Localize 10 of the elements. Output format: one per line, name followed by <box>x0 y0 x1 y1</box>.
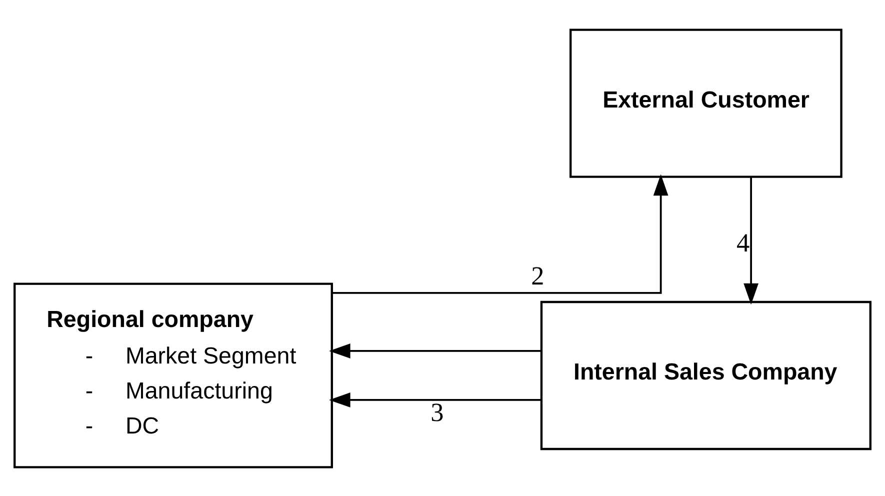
edge-label: 2 <box>531 261 544 290</box>
node-box: External Customer <box>569 28 842 178</box>
arrow <box>744 176 758 304</box>
edge-label: 4 <box>736 228 750 258</box>
node-box: Regional company - Market Segment - Manufacturing - DC <box>14 282 333 468</box>
arrow <box>329 343 542 358</box>
arrow <box>332 174 668 294</box>
node-box: Internal Sales Company <box>540 300 872 450</box>
edge-label: 3 <box>430 397 444 426</box>
arrow <box>329 392 542 407</box>
